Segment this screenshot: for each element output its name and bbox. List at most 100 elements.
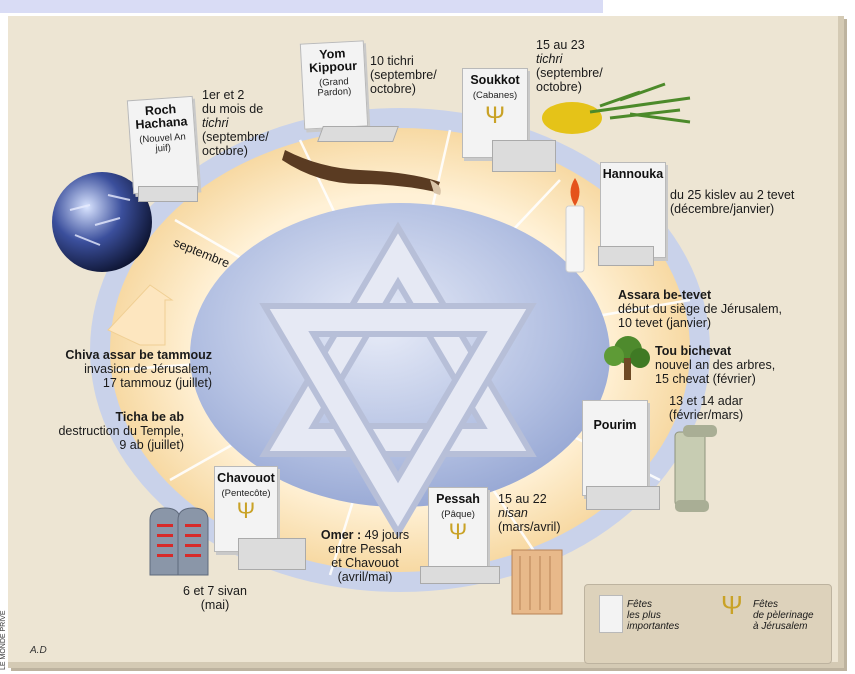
pessah-date-l3: (mars/avril) bbox=[498, 520, 561, 534]
direction-arrow bbox=[107, 284, 174, 346]
top-color-bar bbox=[0, 0, 603, 13]
legend-major-l1: Fêtes bbox=[627, 599, 653, 610]
legend-major-text: Fêtes les plus importantes bbox=[627, 599, 679, 632]
hannouka-title: Hannouka bbox=[602, 167, 664, 181]
assara-title: Assara be-tevet bbox=[618, 288, 712, 302]
chiva-title: Chiva assar be tammouz bbox=[65, 348, 212, 362]
pourim-dates: 13 et 14 adar (février/mars) bbox=[646, 394, 766, 422]
tablet-base-chavouot bbox=[238, 538, 306, 570]
tablet-base-yom-kippour bbox=[317, 126, 399, 142]
soukkot-date-l2: tichri bbox=[536, 52, 563, 66]
roch-hachana-date-l2: du mois de bbox=[202, 102, 264, 116]
legend: Fêtes les plus importantes Ψ Fêtes de pè… bbox=[584, 584, 832, 664]
soukkot-title: Soukkot bbox=[470, 73, 520, 87]
pessah-date-l1: 15 au 22 bbox=[498, 492, 547, 506]
shofar-icon bbox=[282, 150, 440, 192]
legend-pilgrimage-l2: de pèlerinage bbox=[753, 610, 814, 621]
hannouka-dates: du 25 kislev au 2 tevet (décembre/janvie… bbox=[670, 188, 794, 216]
ticha-l2: 9 ab (juillet) bbox=[119, 438, 184, 452]
legend-major-l2: les plus bbox=[627, 610, 661, 621]
omer-l1: 49 jours bbox=[364, 528, 410, 542]
star-of-david bbox=[259, 221, 537, 539]
tree-icon bbox=[604, 336, 650, 380]
tou-l1: nouvel an des arbres, bbox=[655, 358, 776, 372]
soukkot-date-l3: (septembre/ bbox=[536, 66, 603, 80]
candle-icon bbox=[565, 205, 585, 273]
tablet-hannouka: Hannouka bbox=[600, 162, 666, 258]
omer-l4: (avril/mai) bbox=[337, 570, 393, 584]
pourim-date-l1: 13 et 14 adar bbox=[669, 394, 743, 408]
chavouot-title: Chavouot bbox=[217, 471, 275, 485]
tablet-base-roch-hachana bbox=[138, 186, 198, 202]
matzah-icon bbox=[511, 549, 563, 615]
roch-hachana-date-l3: tichri bbox=[202, 116, 229, 130]
chavouot-dates: 6 et 7 sivan (mai) bbox=[170, 584, 260, 612]
omer-line1: Omer : 49 jours bbox=[310, 528, 420, 542]
etrog-icon bbox=[542, 102, 602, 134]
chavouot-date-l2: (mai) bbox=[200, 598, 230, 612]
menorah-icon-pessah: Ψ bbox=[448, 519, 468, 544]
omer-event: Omer : 49 jours entre Pessah et Chavouot… bbox=[310, 528, 420, 584]
pourim-title: Pourim bbox=[593, 418, 637, 432]
assara-l2: 10 tevet (janvier) bbox=[618, 316, 712, 330]
tou-l2: 15 chevat (février) bbox=[655, 372, 756, 386]
ticha-title: Ticha be ab bbox=[115, 410, 184, 424]
soukkot-dates: 15 au 23 tichri (septembre/ octobre) bbox=[536, 38, 603, 94]
tablet-base-hannouka bbox=[598, 246, 654, 266]
roch-hachana-dates: 1er et 2 du mois de tichri (septembre/ o… bbox=[202, 88, 269, 158]
tou-event: Tou bichevat nouvel an des arbres, 15 ch… bbox=[655, 344, 775, 386]
pourim-date-l2: (février/mars) bbox=[668, 408, 744, 422]
omer-l2: entre Pessah bbox=[328, 542, 402, 556]
yom-kippour-dates: 10 tichri (septembre/ octobre) bbox=[370, 54, 437, 96]
roch-hachana-date-l5: octobre) bbox=[202, 144, 248, 158]
chiva-event: Chiva assar be tammouz invasion de Jérus… bbox=[30, 348, 212, 390]
pessah-subtitle: (Pâque) bbox=[441, 509, 475, 520]
menorah-icon-chavouot: Ψ bbox=[236, 498, 256, 523]
yom-kippour-subtitle: (Grand Pardon) bbox=[317, 76, 352, 99]
soukkot-date-l1: 15 au 23 bbox=[536, 38, 585, 52]
omer-title: Omer : bbox=[320, 528, 362, 542]
yom-kippour-title: Yom Kippour bbox=[308, 46, 358, 76]
tablets-icon bbox=[149, 507, 209, 576]
roch-hachana-date-l1: 1er et 2 bbox=[202, 88, 245, 102]
omer-l3: et Chavouot bbox=[331, 556, 399, 570]
legend-major-l3: importantes bbox=[627, 621, 680, 632]
ticha-l1: destruction du Temple, bbox=[58, 424, 184, 438]
side-credit: LE MONDE PRIVE bbox=[0, 610, 7, 670]
menorah-icon: Ψ bbox=[484, 102, 506, 129]
ticha-event: Ticha be ab destruction du Temple, 9 ab … bbox=[30, 410, 184, 452]
chavouot-date-l1: 6 et 7 sivan bbox=[183, 584, 247, 598]
tablet-pessah: Pessah (Pâque) Ψ bbox=[428, 487, 488, 571]
tablet-base-pessah bbox=[420, 566, 500, 584]
tablet-base-soukkot bbox=[492, 140, 556, 172]
legend-menorah-icon: Ψ bbox=[721, 590, 743, 620]
roch-hachana-subtitle: (Nouvel An juif) bbox=[138, 131, 187, 155]
chiva-l2: 17 tammouz (juillet) bbox=[102, 376, 212, 390]
assara-l1: début du siège de Jérusalem, bbox=[618, 302, 782, 316]
pessah-dates: 15 au 22 nisan (mars/avril) bbox=[498, 492, 561, 534]
yom-kippour-date-l2: (septembre/ bbox=[370, 68, 437, 82]
tablet-yom-kippour: Yom Kippour (Grand Pardon) bbox=[299, 40, 369, 130]
author-credit: A.D bbox=[30, 645, 47, 656]
tablet-pourim: Pourim bbox=[582, 400, 648, 496]
tablet-base-pourim bbox=[586, 486, 660, 510]
tablet-roch-hachana: Roch Hachana (Nouvel An juif) bbox=[126, 95, 200, 195]
chiva-l1: invasion de Jérusalem, bbox=[84, 362, 212, 376]
soukkot-subtitle: (Cabanes) bbox=[472, 90, 518, 101]
yom-kippour-date-l3: octobre) bbox=[370, 82, 416, 96]
soukkot-date-l4: octobre) bbox=[536, 80, 582, 94]
legend-pilgrimage-l3: à Jérusalem bbox=[753, 621, 808, 632]
pessah-date-l2: nisan bbox=[498, 506, 528, 520]
roch-hachana-title: Roch Hachana bbox=[134, 102, 188, 132]
roch-hachana-date-l4: (septembre/ bbox=[202, 130, 269, 144]
tablet-chavouot: Chavouot (Pentecôte) Ψ bbox=[214, 466, 278, 552]
tou-title: Tou bichevat bbox=[655, 344, 732, 358]
scroll-icon bbox=[674, 425, 717, 512]
hannouka-date-l2: (décembre/janvier) bbox=[670, 202, 775, 216]
legend-pilgrimage-text: Fêtes de pèlerinage à Jérusalem bbox=[753, 599, 814, 632]
assara-event: Assara be-tevet début du siège de Jérusa… bbox=[618, 288, 782, 330]
yom-kippour-date-l1: 10 tichri bbox=[370, 54, 414, 68]
legend-major-icon bbox=[599, 595, 623, 633]
hannouka-date-l1: du 25 kislev au 2 tevet bbox=[670, 188, 795, 202]
